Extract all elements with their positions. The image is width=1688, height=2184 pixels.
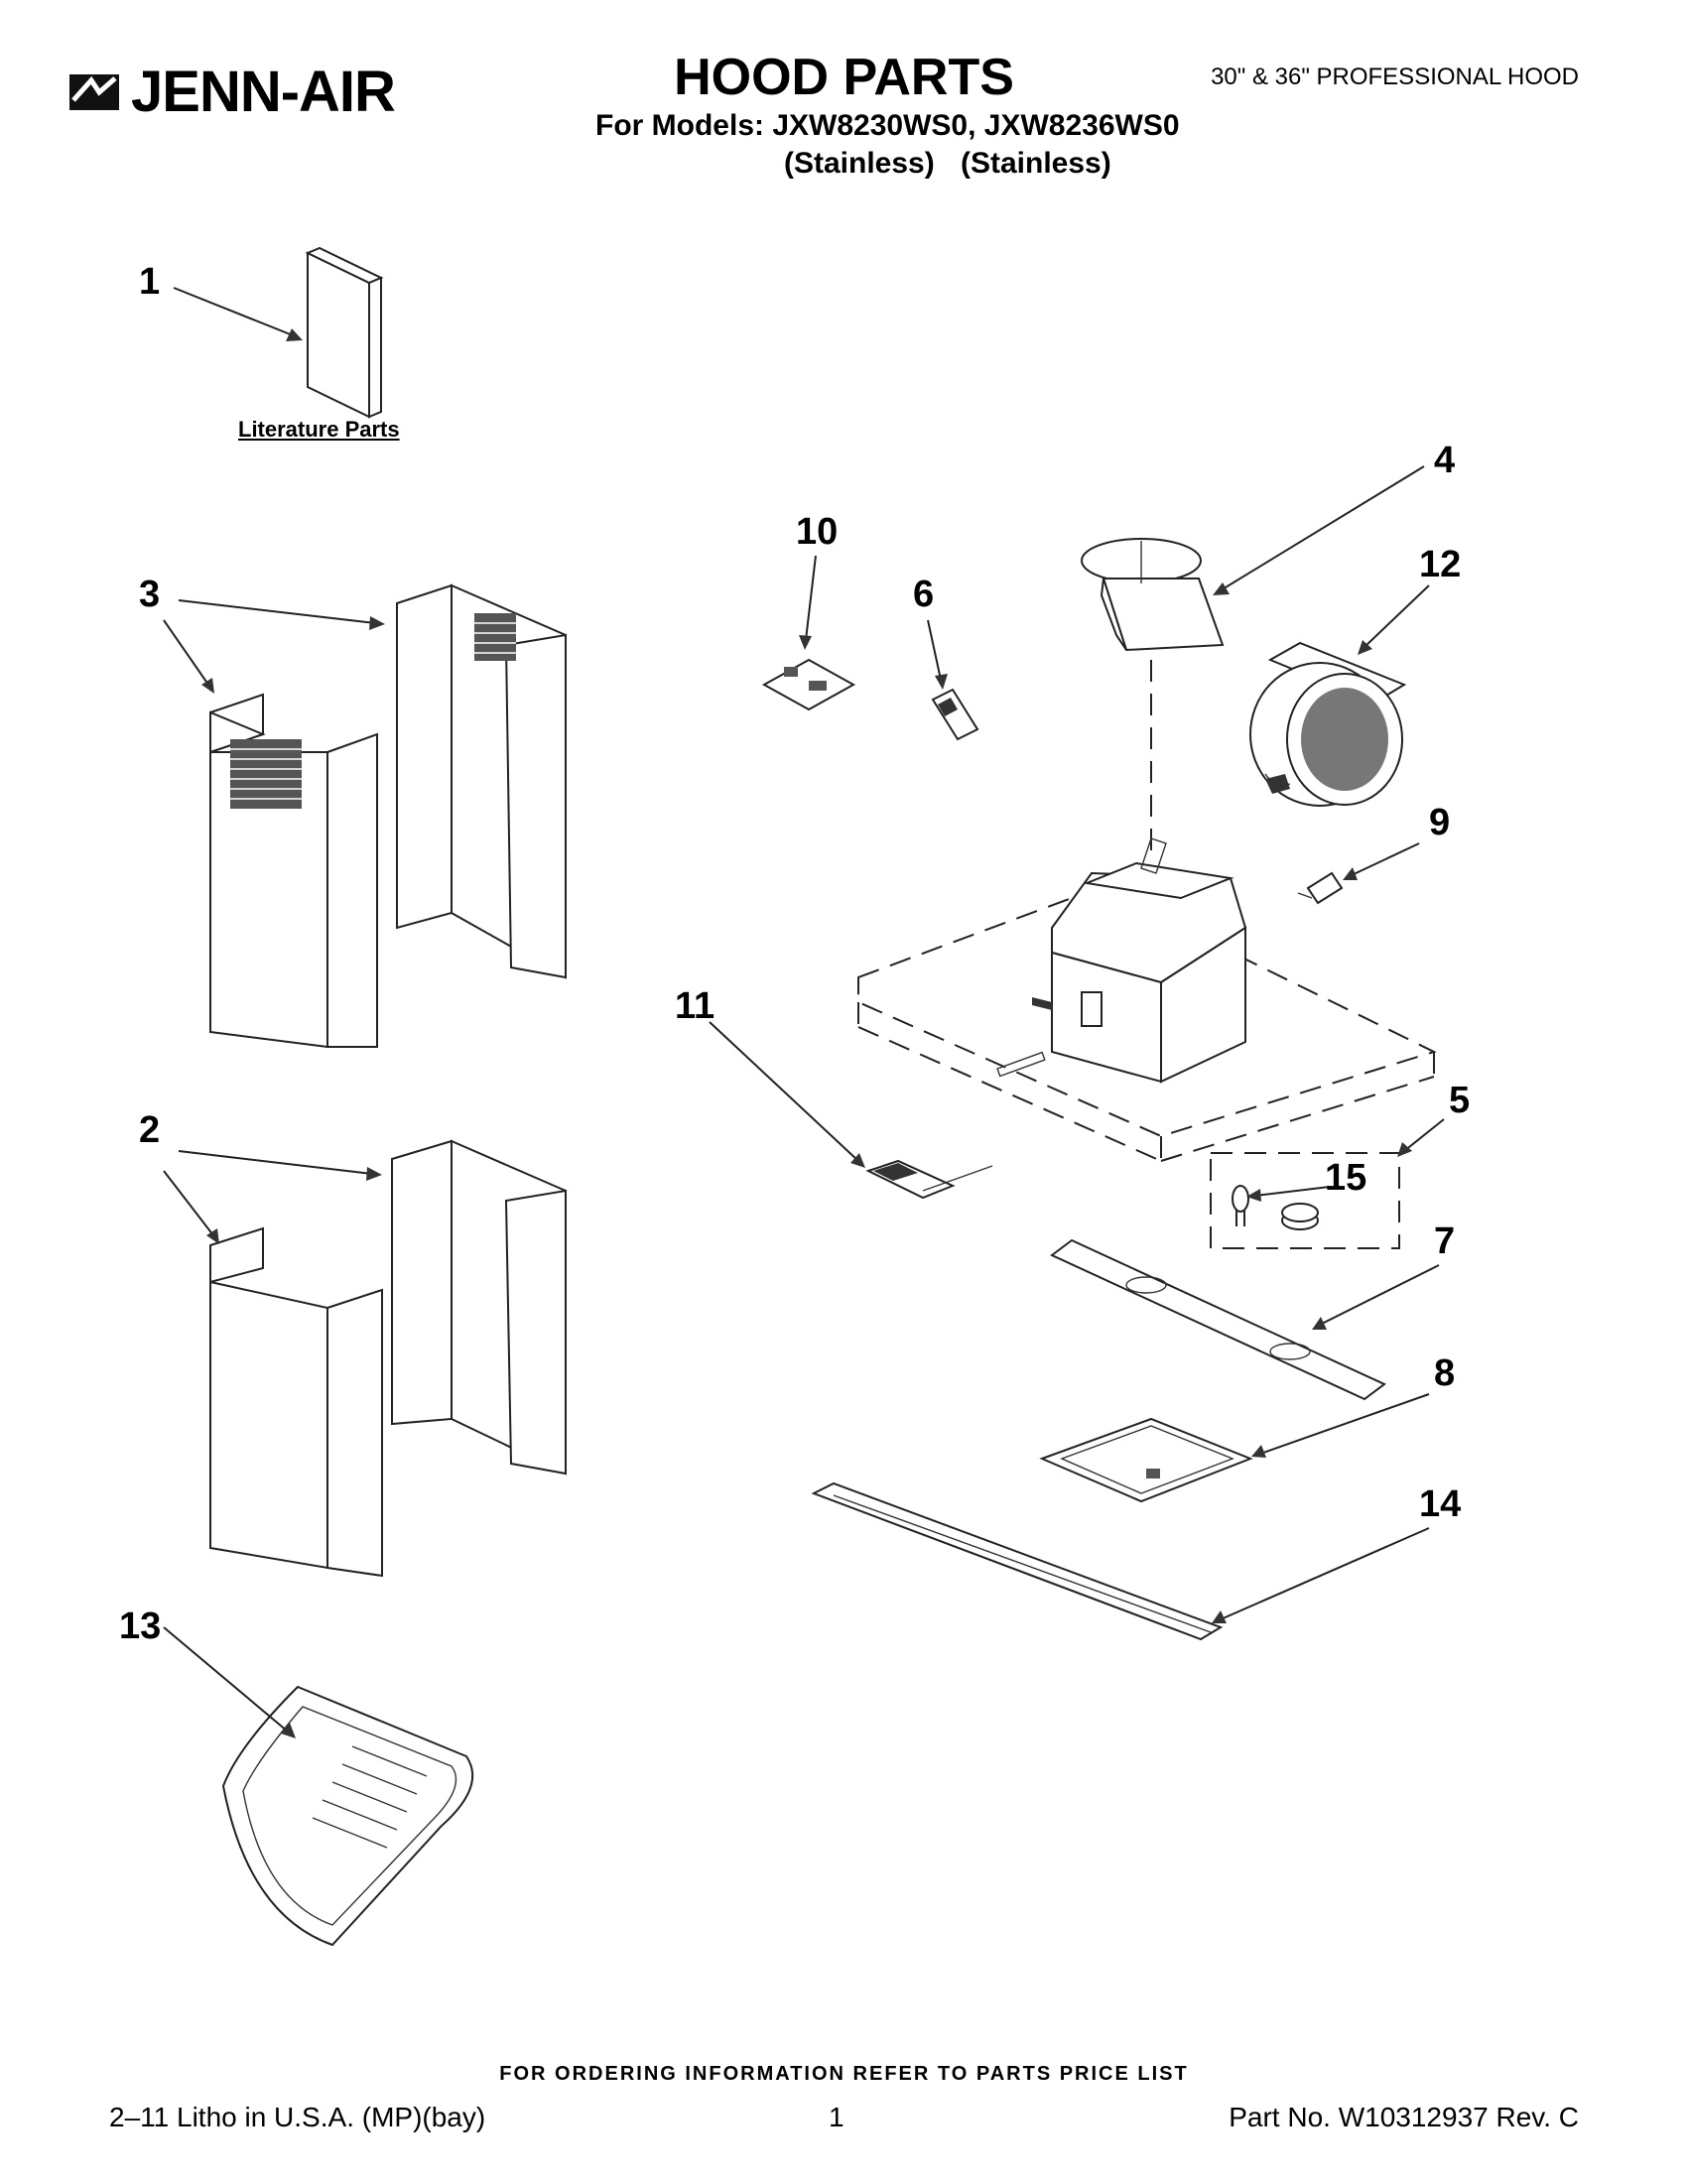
part-4-damper (1081, 465, 1425, 652)
callout-3: 3 (139, 574, 161, 615)
part-13-instruction-sheet (163, 1626, 474, 1947)
page-number: 1 (829, 2102, 844, 2132)
callout-1: 1 (139, 261, 161, 303)
blower-housing (1032, 837, 1247, 1084)
callout-2: 2 (139, 1109, 161, 1151)
literature-parts-label: Literature Parts (238, 417, 400, 442)
part-9-capacitor (1297, 842, 1420, 905)
part-6-switch (927, 619, 979, 741)
part-7-filter-panel (1050, 1238, 1440, 1401)
part-1-literature (173, 246, 384, 419)
part-12-blower (1249, 584, 1430, 807)
model-variant-1: (Stainless) (784, 147, 935, 180)
part-5-lamp-kit (1210, 1118, 1445, 1249)
part-8-grease-filter (1039, 1393, 1430, 1503)
callout-11: 11 (675, 985, 715, 1027)
callout-4: 4 (1434, 440, 1456, 481)
jenn-air-logo-icon (69, 74, 119, 110)
brand-logo: JENN-AIR (69, 58, 396, 127)
callout-10: 10 (796, 511, 839, 553)
part-2-lower-duct-cover (163, 1139, 567, 1578)
model-variant-2: (Stainless) (961, 147, 1111, 180)
model-list: For Models: JXW8230WS0, JXW8236WS0 (595, 109, 1180, 142)
part-number: Part No. W10312937 Rev. C (1229, 2102, 1579, 2132)
callout-8: 8 (1434, 1352, 1456, 1394)
part-3-upper-duct-cover (163, 583, 567, 1049)
callout-6: 6 (913, 574, 935, 615)
callout-13: 13 (119, 1606, 162, 1647)
part-10-control-board (761, 555, 856, 711)
ordering-note: FOR ORDERING INFORMATION REFER TO PARTS … (499, 2063, 1189, 2085)
callout-14: 14 (1419, 1483, 1462, 1525)
callout-7: 7 (1434, 1220, 1456, 1262)
hood-body-canopy (857, 896, 1437, 1162)
callout-9: 9 (1429, 802, 1451, 843)
part-15-bulb (1232, 1185, 1249, 1226)
part-11-light-switch (709, 1021, 993, 1200)
brand-name: JENN-AIR (131, 60, 396, 124)
callout-5: 5 (1449, 1080, 1471, 1121)
callout-15: 15 (1325, 1157, 1367, 1199)
part-14-trim-rail (811, 1481, 1430, 1641)
page-title: HOOD PARTS (674, 49, 1014, 106)
callout-12: 12 (1419, 544, 1462, 585)
litho-note: 2–11 Litho in U.S.A. (MP)(bay) (109, 2102, 486, 2132)
product-description: 30" & 36" PROFESSIONAL HOOD (1211, 64, 1579, 90)
